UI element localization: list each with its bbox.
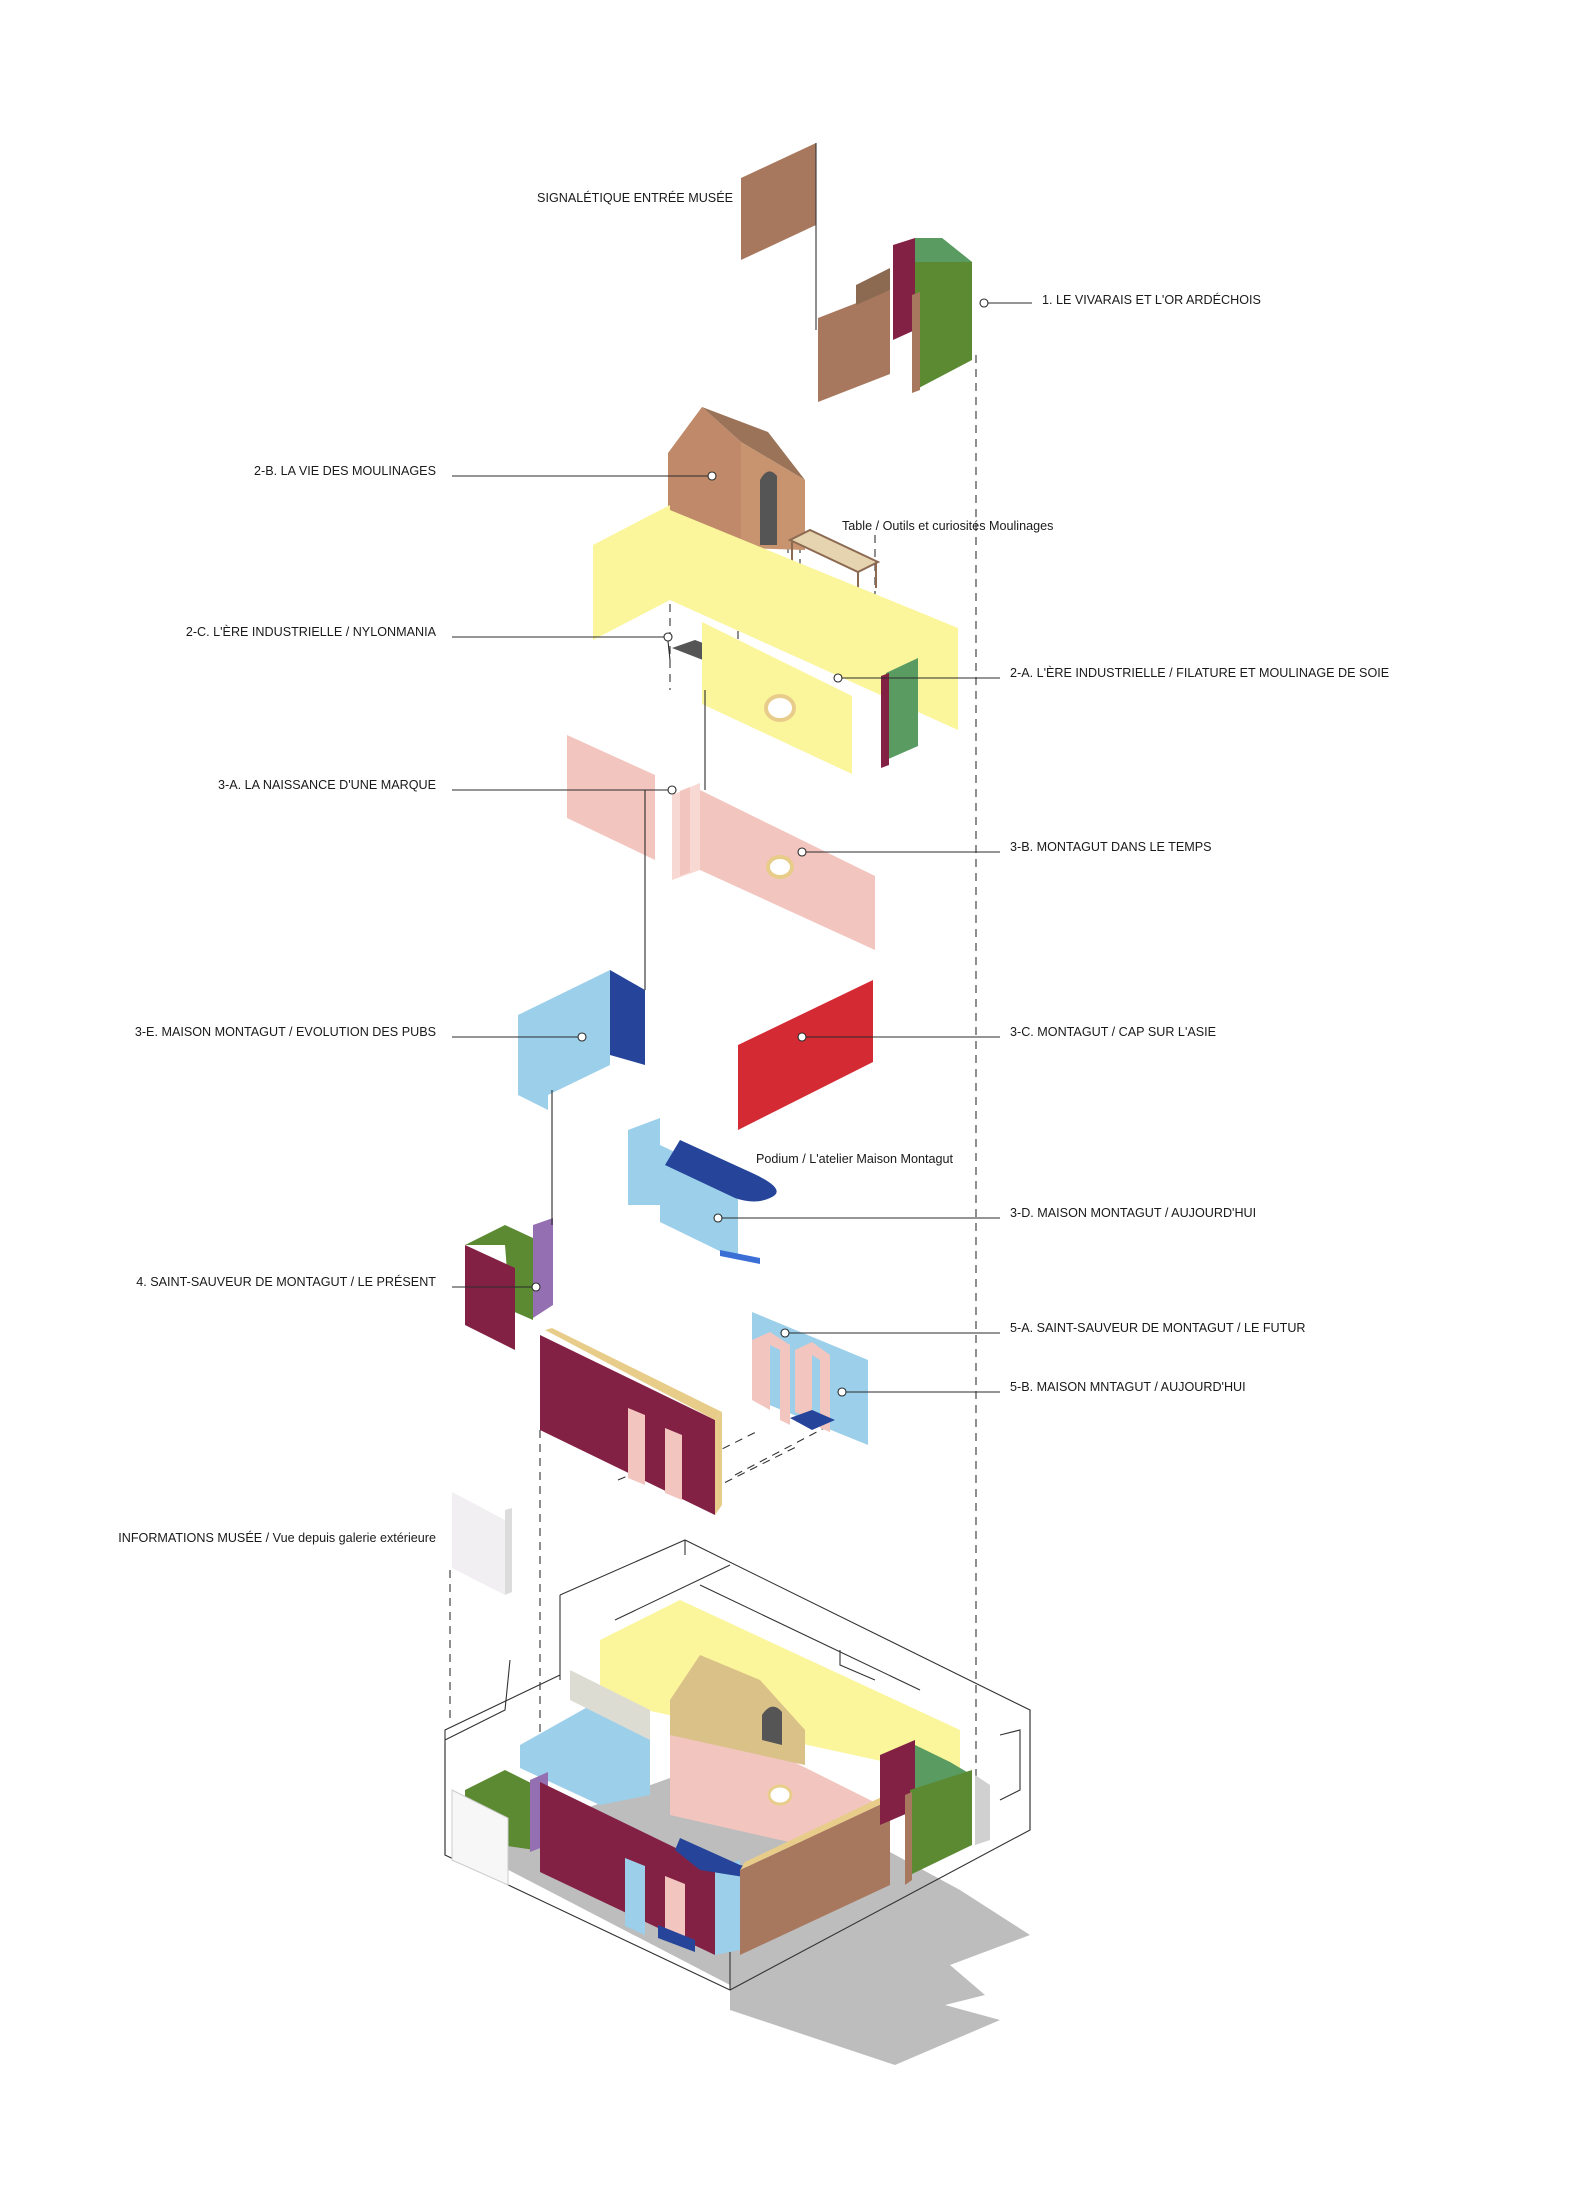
label-zone-3a: 3-A. LA NAISSANCE D'UNE MARQUE [218,778,436,792]
label-zone-5b: 5-B. MAISON MNTAGUT / AUJOURD'HUI [1010,1380,1246,1394]
5-door-2 [665,1428,682,1500]
label-zone-3b: 3-B. MONTAGUT DANS LE TEMPS [1010,840,1212,854]
zone-2-yellow-walls [593,505,958,774]
info-panel [452,1492,505,1595]
label-zone-3e: 3-E. MAISON MONTAGUT / EVOLUTION DES PUB… [135,1025,436,1039]
label-zone-2c: 2-C. L'ÈRE INDUSTRIELLE / NYLONMANIA [186,624,437,639]
label-signaletique: SIGNALÉTIQUE ENTRÉE MUSÉE [537,190,733,205]
zone-4-present [465,1218,553,1350]
vivarais-green-wall [915,262,972,390]
bld-green-right [910,1770,972,1875]
3e-sky-wall [518,970,610,1110]
2a-green-panel [886,658,918,760]
entrance-wall [818,290,890,402]
bld-brown [740,1800,890,1955]
zone-2b-moulinage-house [668,407,805,550]
yellow-wall-left [593,505,670,640]
zone-5-futur [540,1312,868,1515]
entrance-wall-top [856,268,890,305]
label-zone-1: 1. LE VIVARAIS ET L'OR ARDÉCHOIS [1042,292,1261,307]
3c-red-wall [738,980,873,1130]
podium [665,1140,777,1202]
house-roof [702,407,805,480]
zone-3d-podium [628,1118,777,1264]
3e-navy-wall [610,970,645,1065]
4-burgundy-wall [465,1245,515,1350]
bld-sky [520,1700,650,1805]
5-burgundy-wall [540,1335,715,1515]
zone-1-vivarais [893,238,972,393]
bld-yellow [600,1600,960,1778]
label-zone-3c: 3-C. MONTAGUT / CAP SUR L'ASIE [1010,1025,1216,1039]
pink-round-window [766,855,794,879]
vivarais-burgundy-panel [893,238,915,340]
4-purple-panel [533,1218,553,1318]
zone-3ab-pink [567,735,875,950]
label-table: Table / Outils et curiosités Moulinages [842,519,1053,533]
2a-burgundy-edge [881,673,889,768]
label-info: INFORMATIONS MUSÉE / Vue depuis galerie … [118,1530,436,1545]
round-window [764,694,796,722]
4-green-panel [465,1225,533,1320]
3a-pink-panel [567,735,655,860]
label-zone-2a: 2-A. L'ÈRE INDUSTRIELLE / FILATURE ET MO… [1010,665,1389,680]
3d-sky-wall [628,1118,738,1260]
zone-3c-red [738,980,873,1130]
signage-panel [741,143,816,260]
house-arch [760,471,777,545]
label-zone-2b: 2-B. LA VIE DES MOULINAGES [254,464,436,478]
table-moulinages [787,528,881,598]
entrance-signage [741,143,890,402]
label-zone-5a: 5-A. SAINT-SAUVEUR DE MONTAGUT / LE FUTU… [1010,1321,1306,1335]
house-front [668,407,741,548]
zone-3e-pubs [518,970,645,1110]
label-podium: Podium / L'atelier Maison Montagut [756,1152,954,1166]
label-zone-3d: 3-D. MAISON MONTAGUT / AUJOURD'HUI [1010,1206,1256,1220]
label-zone-4: 4. SAINT-SAUVEUR DE MONTAGUT / LE PRÉSEN… [136,1274,436,1289]
assembled-building [444,1539,1031,2065]
zone-info [452,1492,512,1595]
5-door-1 [628,1408,645,1485]
labels: SIGNALÉTIQUE ENTRÉE MUSÉE 1. LE VIVARAIS… [118,190,1389,1545]
leader-lines [452,298,1032,1397]
